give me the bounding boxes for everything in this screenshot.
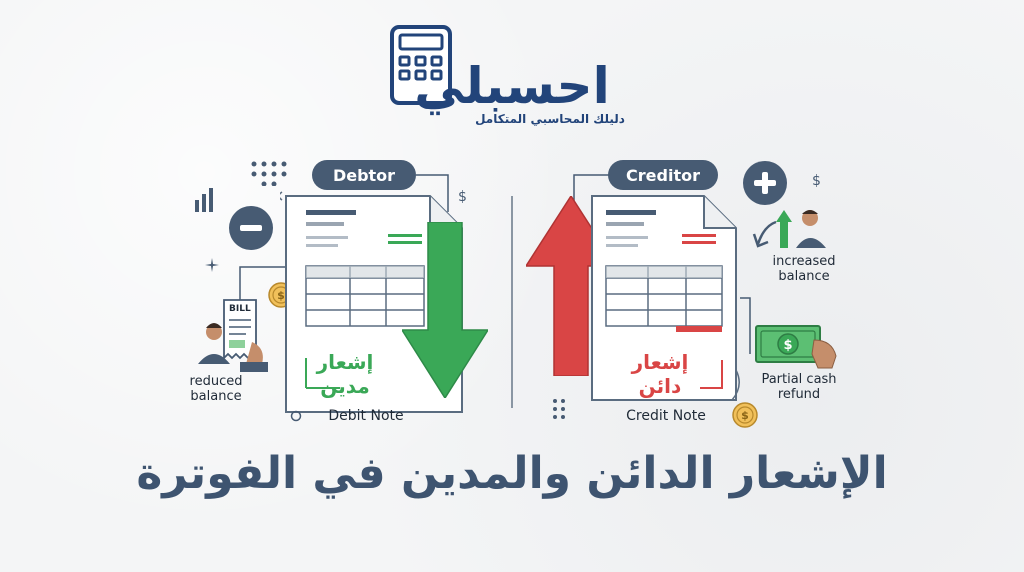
main-title: الإشعار الدائن والمدين في الفوترة: [136, 448, 888, 499]
plus-icon: [743, 161, 787, 205]
increase-person-illustration: [752, 210, 826, 248]
debit-note-arabic: إشعار مدين: [316, 350, 374, 398]
debit-currency-symbol: $: [458, 189, 467, 205]
dots-decoration-small: [553, 399, 565, 419]
reduced-balance-caption: reduced balance: [189, 374, 243, 404]
debtor-connector: [416, 174, 449, 212]
credit-note-caption: Credit Note: [626, 408, 706, 424]
cash-connector: [740, 297, 751, 354]
credit-currency-symbol: $: [812, 173, 821, 189]
bill-person-illustration: [198, 299, 268, 372]
calculator-icon: [390, 25, 452, 105]
coin-icon-credit: $: [732, 402, 758, 428]
bar-chart-icon: [195, 188, 213, 212]
svg-text:$: $: [741, 409, 749, 422]
down-arrow-icon: [402, 222, 488, 398]
minus-icon: [229, 206, 273, 250]
debit-note-document: [280, 191, 463, 413]
debtor-pill: Debtor: [312, 160, 416, 190]
credit-note-document: [591, 195, 740, 401]
bill-connector: [239, 266, 300, 302]
svg-text:$: $: [277, 289, 285, 302]
center-divider: [511, 196, 513, 408]
logo-wordmark: احسبلي: [414, 57, 611, 115]
bill-label: BILL: [229, 304, 251, 314]
debit-note-caption: Debit Note: [328, 408, 404, 424]
logo-tagline: دليلك المحاسبي المتكامل: [475, 112, 625, 126]
ring-decoration: [290, 410, 302, 422]
cash-refund-icon: $: [755, 325, 837, 369]
creditor-pill: Creditor: [608, 160, 718, 190]
svg-text:$: $: [783, 338, 792, 353]
partial-cash-refund-caption: Partial cash refund: [761, 372, 837, 402]
spark-icon: [205, 258, 219, 272]
increased-balance-caption: increased balance: [772, 254, 836, 284]
dots-decoration: [251, 161, 287, 186]
credit-note-arabic: إشعار دائن: [631, 350, 689, 398]
